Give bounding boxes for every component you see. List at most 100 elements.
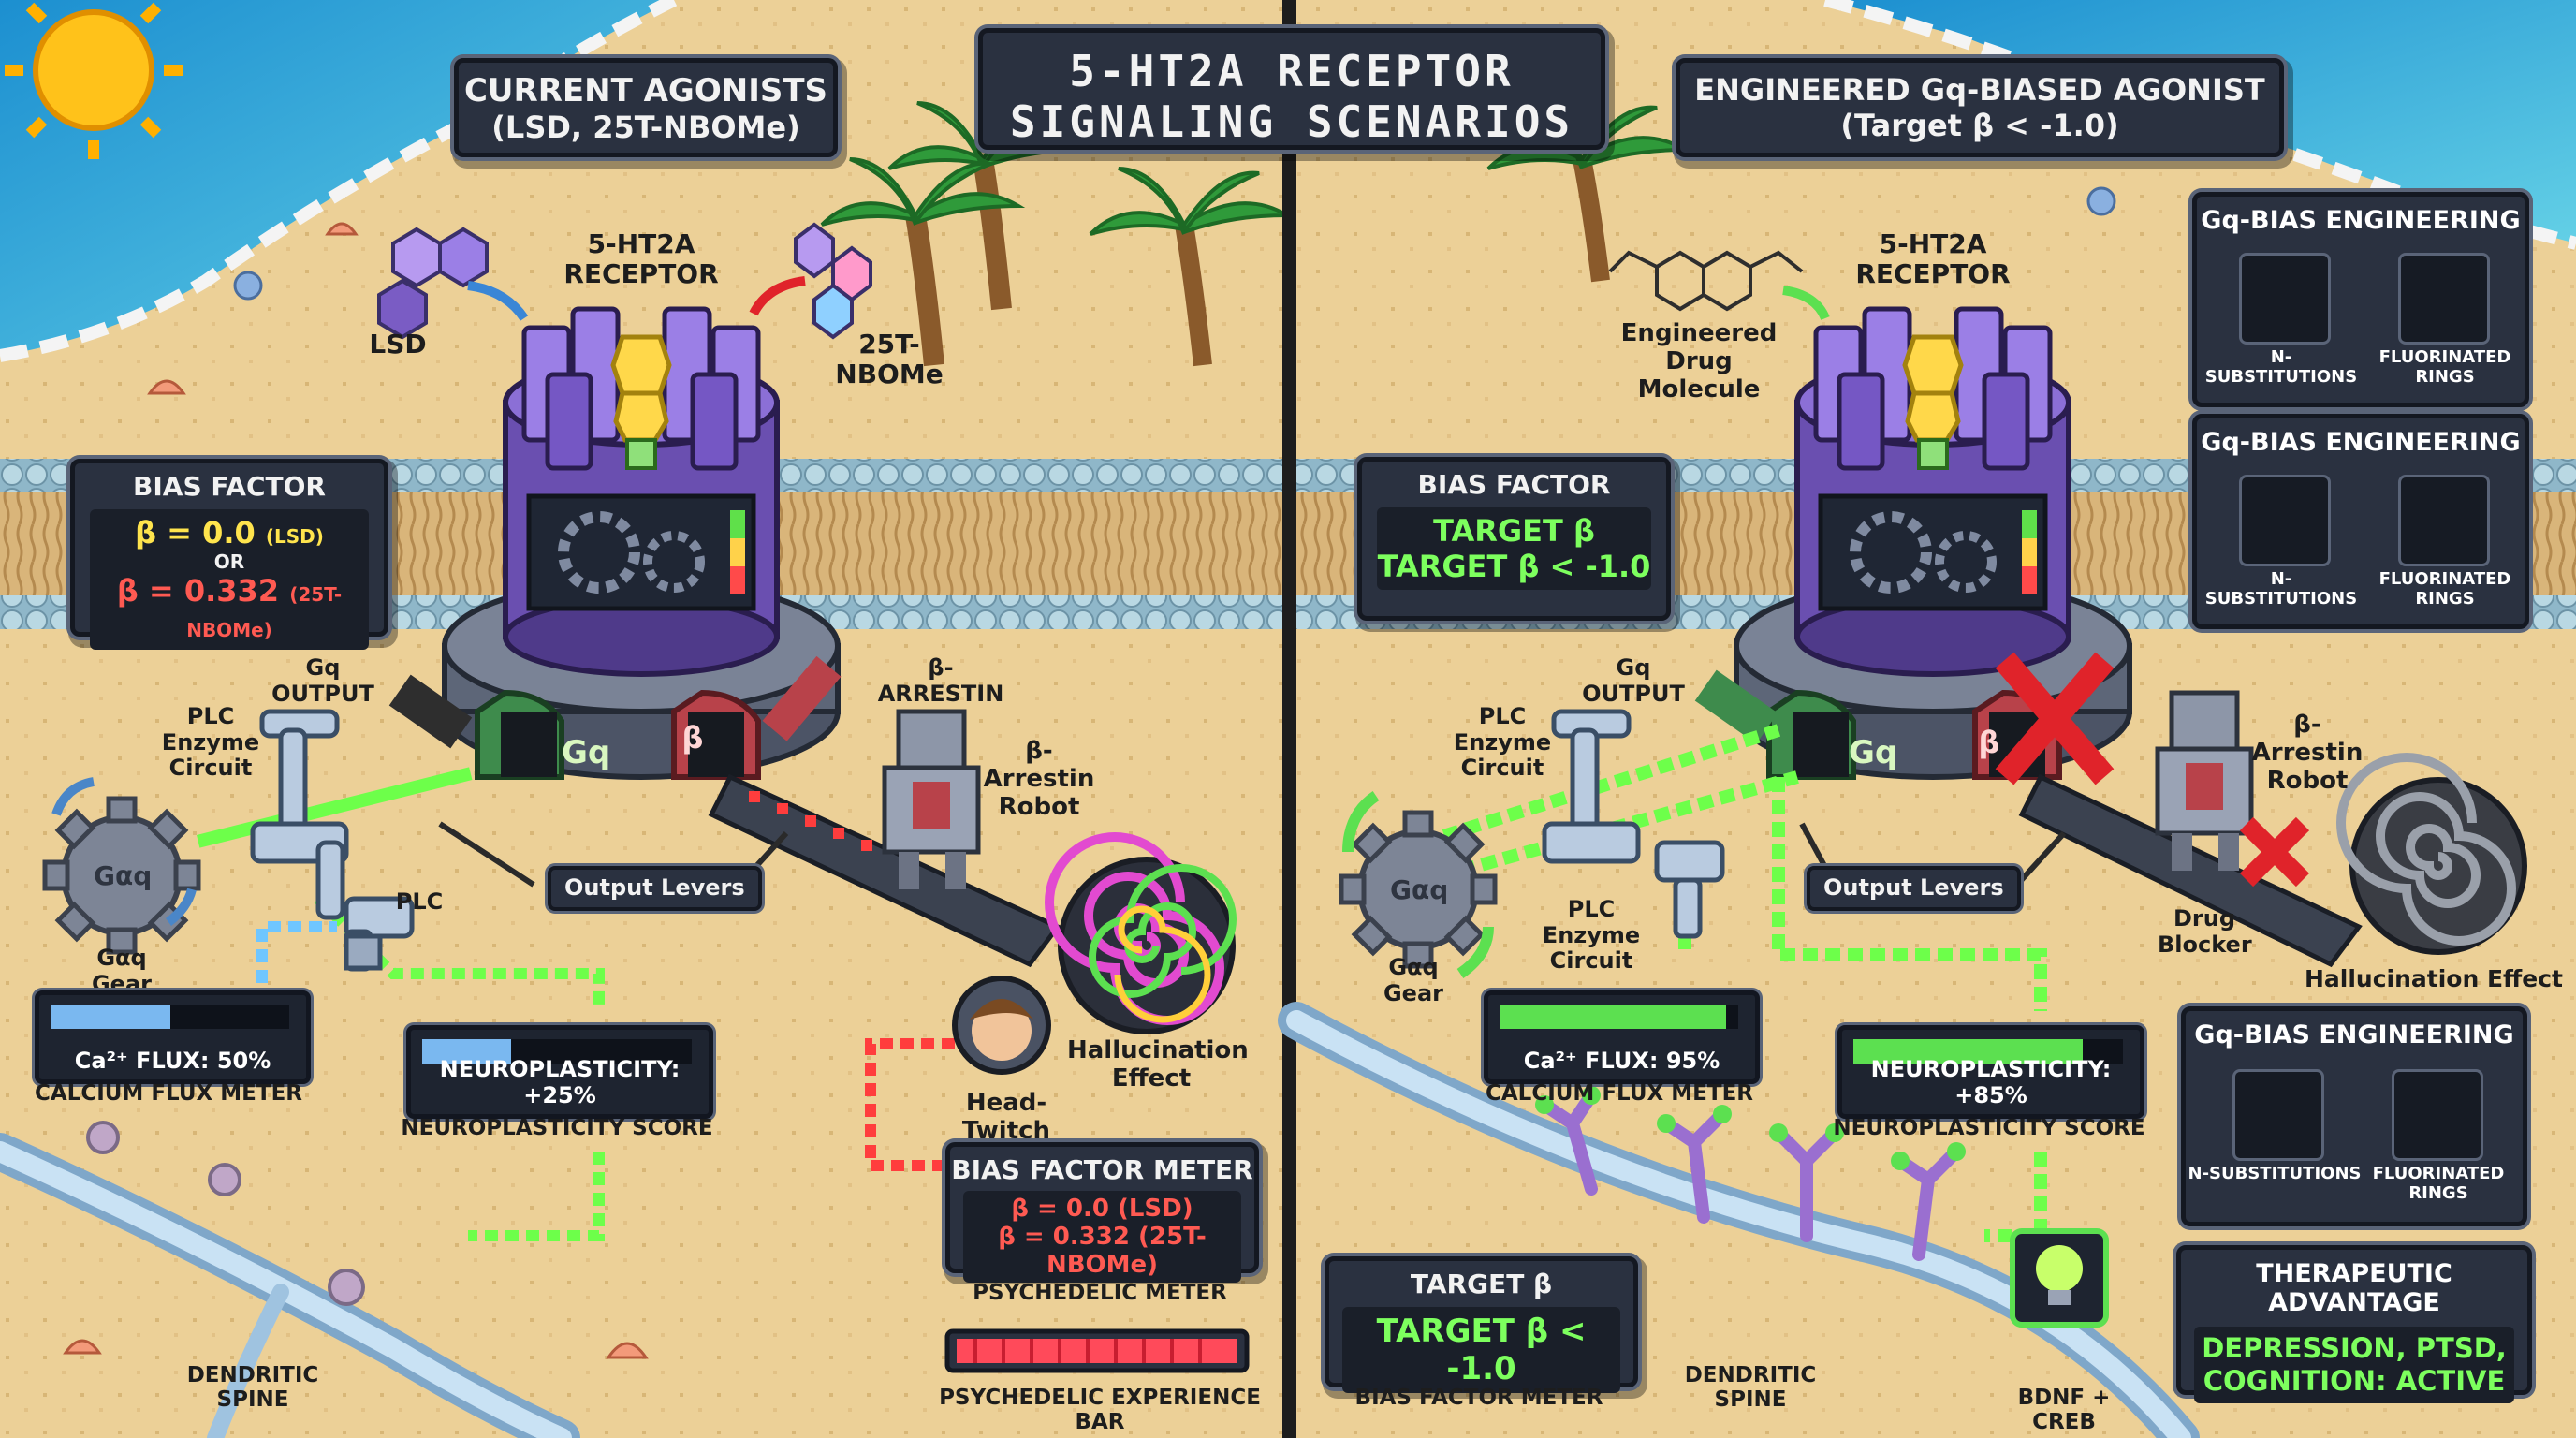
right-neuro-caption: NEUROPLASTICITY SCORE: [1833, 1116, 2145, 1140]
right-plc-enzyme-line3: Circuit: [1460, 755, 1544, 782]
left-neuro-text: NEUROPLASTICITY: +25%: [439, 1056, 681, 1108]
n-substitution-icon: [2232, 1069, 2324, 1161]
right-header-line2: (Target β < -1.0): [1840, 108, 2119, 143]
left-beta-robot-label: β-Arrestin Robot: [973, 737, 1105, 822]
target-beta-value: TARGET β < -1.0: [1342, 1307, 1620, 1393]
left-bias-meter-values: β = 0.0 (LSD) β = 0.332 (25T-NBOMe): [963, 1191, 1241, 1283]
right-output-levers-label: Output Levers: [1807, 866, 2021, 911]
left-bias-nbome: β = 0.332 (25T-NBOMe): [90, 573, 369, 644]
right-calcium-text: Ca²⁺ FLUX: 95%: [1523, 1048, 1720, 1074]
right-bias-factor-values: TARGET β TARGET β < -1.0: [1377, 507, 1651, 590]
gq-bias-card-1-right-caption-2: RINGS: [2415, 366, 2475, 387]
right-receptor-label: 5-HT2A RECEPTOR: [1844, 228, 2022, 290]
target-beta-panel: TARGET β TARGET β < -1.0: [1325, 1256, 1638, 1393]
engineered-drug-line1: Engineered: [1620, 319, 1778, 347]
right-receptor-label-line1: 5-HT2A: [1879, 228, 1987, 259]
left-calcium-text: Ca²⁺ FLUX: 50%: [74, 1048, 271, 1074]
right-plc-enzyme-label: PLC Enzyme Circuit: [1442, 703, 1563, 782]
right-calcium-meter: Ca²⁺ FLUX: 95%: [1484, 990, 1760, 1084]
left-bias-lsd: β = 0.0 (LSD): [90, 515, 369, 550]
left-beta-lever-face: β: [681, 720, 704, 756]
left-beta-robot-line2: Robot: [998, 792, 1080, 821]
right-neuro-meter: NEUROPLASTICITY: +85%: [1837, 1025, 2144, 1119]
fluorinated-ring-icon: [2398, 253, 2490, 345]
left-receptor-label: 5-HT2A RECEPTOR: [552, 228, 730, 289]
gq-bias-card-1-title: Gq-BIAS ENGINEERING: [2201, 206, 2521, 235]
left-bias-nbome-note: (25T-NBOMe): [186, 583, 343, 641]
gq-bias-card-2: Gq-BIAS ENGINEERING N-SUBSTITUTIONS FLUO…: [2192, 414, 2529, 629]
right-receptor-label-line2: RECEPTOR: [1855, 258, 2011, 290]
left-dendritic-line1: DENDRITIC: [186, 1363, 319, 1387]
fluorinated-ring-icon: [2398, 475, 2490, 566]
gq-bias-card-1-right-caption-1: FLUORINATED: [2378, 347, 2511, 367]
right-neuro-fill: [1853, 1039, 2083, 1064]
left-plc-enzyme-label: PLC Enzyme Circuit: [150, 703, 271, 782]
left-gear-label: Gαq Gear: [91, 945, 152, 997]
left-hallucination-label: Hallucination Effect: [1067, 1036, 1249, 1093]
right-plc-enzyme-line2: Enzyme: [1453, 728, 1552, 756]
gq-bias-card-1: Gq-BIAS ENGINEERING N-SUBSTITUTIONS FLUO…: [2192, 192, 2529, 407]
left-header-line1: CURRENT AGONISTS: [463, 72, 828, 110]
drug-blocker-line2: Blocker: [2158, 931, 2252, 958]
head-twitch-label: Head-Twitch: [961, 1089, 1051, 1145]
right-plc-enzyme2-line1: PLC: [1567, 896, 1616, 922]
left-bias-lsd-value: β = 0.0: [135, 515, 256, 550]
right-beta-lever-face: β: [1978, 725, 2000, 760]
gq-bias-card-1-left-caption: N-SUBSTITUTIONS: [2204, 347, 2358, 387]
right-bias-factor-line2: TARGET β < -1.0: [1377, 549, 1651, 584]
therapeutic-line2: COGNITION: ACTIVE: [2203, 1364, 2506, 1397]
right-dendritic-line1: DENDRITIC: [1684, 1363, 1817, 1387]
main-title-line2: SIGNALING SCENARIOS: [1009, 96, 1574, 147]
fluorinated-ring-icon: [2392, 1069, 2483, 1161]
therapeutic-advantage-panel: THERAPEUTIC ADVANTAGE DEPRESSION, PTSD, …: [2176, 1245, 2532, 1403]
left-bias-meter-line2: β = 0.332 (25T-NBOMe): [998, 1223, 1207, 1279]
lsd-label: LSD: [369, 329, 427, 360]
left-hallucination-line1: Hallucination: [1067, 1036, 1249, 1064]
right-bias-factor-panel: BIAS FACTOR TARGET β TARGET β < -1.0: [1357, 457, 1671, 621]
left-bias-factor-meter: BIAS FACTOR METER β = 0.0 (LSD) β = 0.33…: [945, 1142, 1259, 1283]
gq-bias-card-3-left-caption: N-SUBSTITUTIONS: [2188, 1164, 2362, 1183]
right-plc-enzyme2-line3: Circuit: [1549, 947, 1633, 975]
left-plc-enzyme-line3: Circuit: [168, 755, 253, 782]
right-header-panel: ENGINEERED Gq-BIASED AGONIST (Target β <…: [1676, 58, 2284, 157]
gq-bias-card-3-right-caption: FLUORINATED RINGS: [2359, 1164, 2518, 1203]
right-bias-factor-line1: TARGET β: [1433, 513, 1595, 549]
left-beta-robot-line1: β-Arrestin: [983, 737, 1095, 793]
left-hallucination-line2: Effect: [1111, 1064, 1192, 1093]
right-bias-factor-title: BIAS FACTOR: [1417, 469, 1611, 500]
left-plc-label: PLC: [395, 888, 444, 915]
left-calcium-caption: CALCIUM FLUX METER: [34, 1081, 303, 1106]
right-hallucination-label: Hallucination Effect: [2304, 965, 2564, 992]
right-dendritic-line2: SPINE: [1714, 1387, 1787, 1413]
drug-blocker-label: Drug Blocker: [2158, 905, 2252, 958]
therapeutic-values: DEPRESSION, PTSD, COGNITION: ACTIVE: [2194, 1327, 2514, 1403]
right-beta-robot-line2: Robot: [2266, 766, 2349, 795]
right-gq-output-label: Gq OUTPUT: [1582, 654, 1685, 707]
engineered-drug-label: Engineered Drug Molecule: [1601, 319, 1797, 404]
gq-bias-card-2-title: Gq-BIAS ENGINEERING: [2201, 428, 2521, 457]
main-title-line1: 5-HT2A RECEPTOR: [1069, 46, 1515, 96]
left-neuro-fill: [422, 1039, 512, 1064]
left-neuro-caption: NEUROPLASTICITY SCORE: [401, 1116, 713, 1140]
left-bias-or: OR: [213, 550, 245, 573]
left-bias-meter-line1: β = 0.0 (LSD): [1011, 1195, 1193, 1223]
target-beta-caption: BIAS FACTOR METER: [1354, 1386, 1603, 1410]
left-plc-enzyme-line2: Enzyme: [161, 728, 260, 756]
right-header-line1: ENGINEERED Gq-BIASED AGONIST: [1694, 72, 2265, 108]
left-calcium-fill: [51, 1005, 170, 1029]
right-gq-lever-face: Gq: [1849, 734, 1898, 771]
right-plc-enzyme-line1: PLC: [1478, 703, 1527, 729]
right-plc-enzyme2-label: PLC Enzyme Circuit: [1530, 896, 1652, 975]
drug-blocker-line1: Drug: [2173, 905, 2236, 932]
gq-bias-card-2-right-caption-2: RINGS: [2415, 588, 2475, 609]
left-bias-lsd-note: (LSD): [265, 525, 324, 548]
gq-bias-card-2-left-caption: N-SUBSTITUTIONS: [2204, 569, 2358, 609]
left-gq-lever-face: Gq: [562, 734, 611, 771]
right-calcium-caption: CALCIUM FLUX METER: [1485, 1081, 1754, 1106]
right-beta-robot-line1: β-Arrestin: [2251, 711, 2364, 767]
left-output-levers-label: Output Levers: [548, 866, 762, 911]
left-calcium-meter: Ca²⁺ FLUX: 50%: [35, 990, 311, 1084]
left-gq-output-label: Gq OUTPUT: [271, 654, 374, 707]
left-dendritic-label: DENDRITIC SPINE: [183, 1363, 323, 1413]
